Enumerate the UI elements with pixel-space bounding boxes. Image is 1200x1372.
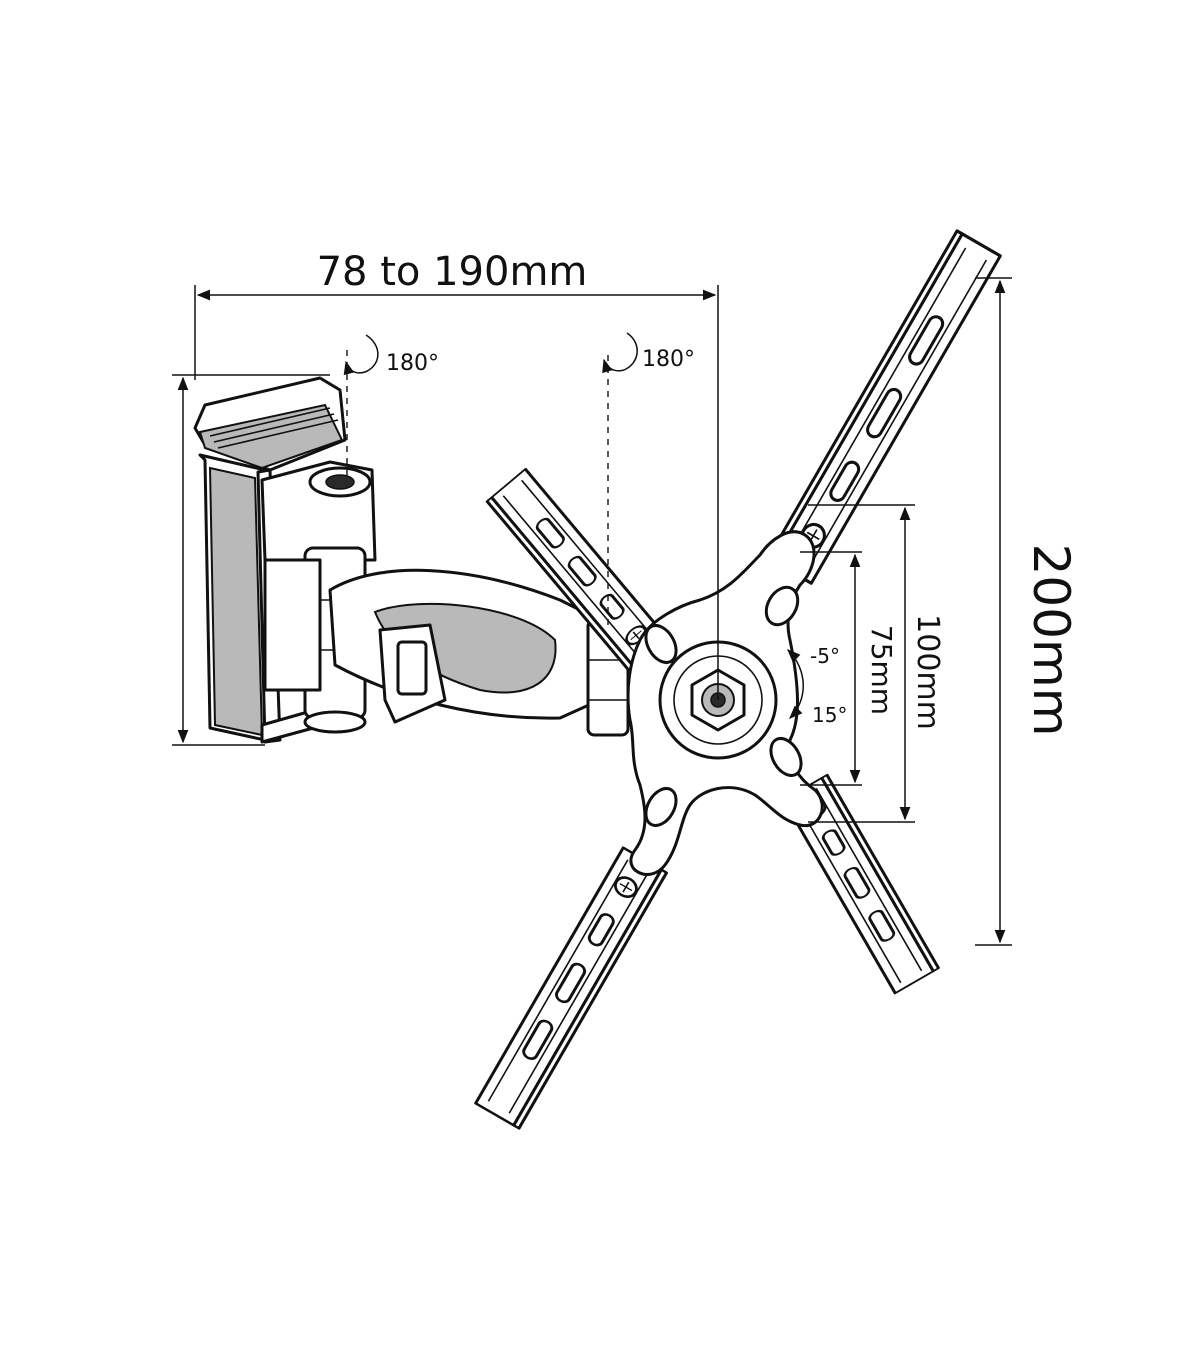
vesa-100-label: 100mm xyxy=(910,614,945,730)
overall-height-label: 200mm xyxy=(1022,544,1080,737)
vesa-rail-lower-left xyxy=(474,846,668,1130)
tilt-down-label: 15° xyxy=(812,703,847,727)
overall-height-dimension: 200mm xyxy=(975,277,1080,946)
tilt-indicator: -5° 15° xyxy=(787,644,847,727)
depth-range-label: 78 to 190mm xyxy=(317,249,588,295)
swivel-wall-label: 180° xyxy=(386,351,439,376)
wall-plate-height-dimension xyxy=(172,374,330,746)
vesa-75-label: 75mm xyxy=(865,625,898,715)
vesa-rail-upper-right xyxy=(766,229,1002,585)
swing-arm xyxy=(328,568,602,724)
cross-plate xyxy=(626,530,824,876)
tilt-up-label: -5° xyxy=(810,644,840,668)
swivel-arm-label: 180° xyxy=(642,347,695,372)
vesa-75-dimension: 75mm xyxy=(800,551,898,786)
vesa-100-dimension: 100mm xyxy=(808,504,945,823)
depth-dimension: 78 to 190mm xyxy=(194,249,719,700)
swivel-indicator-arm: 180° xyxy=(602,332,695,625)
swivel-indicator-wall: 180° xyxy=(343,334,439,480)
